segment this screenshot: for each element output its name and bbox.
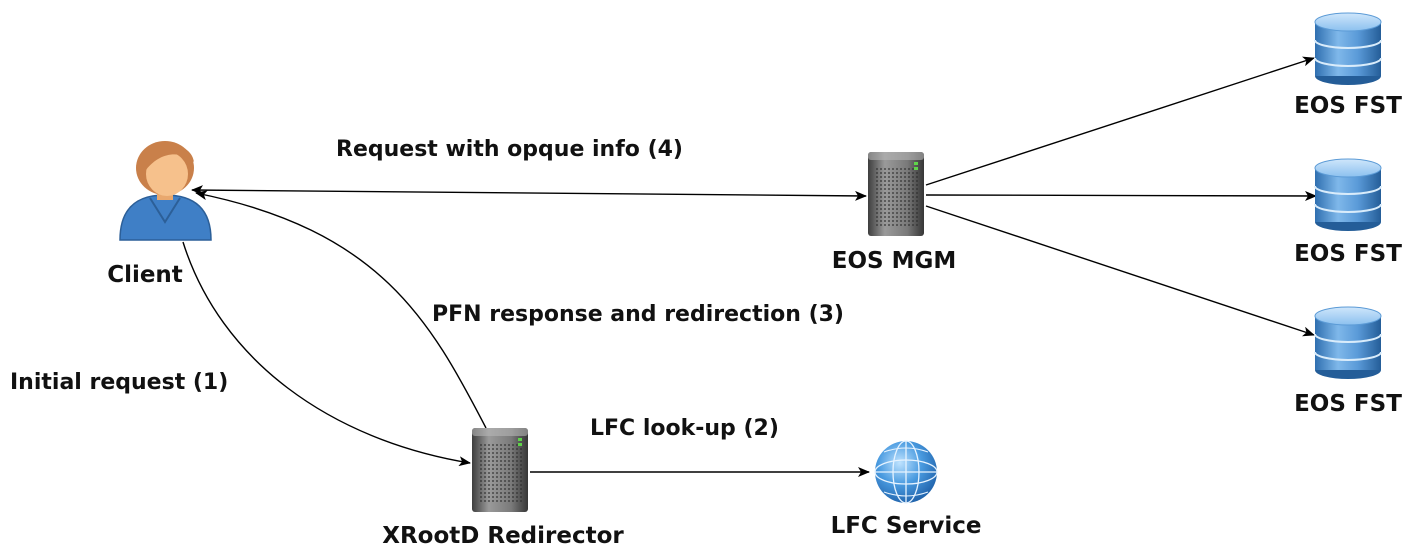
database-icon xyxy=(1314,12,1382,86)
label-eos-fst-3: EOS FST xyxy=(1294,391,1402,417)
label-lfc-service: LFC Service xyxy=(831,513,982,539)
node-client: Client xyxy=(107,141,212,288)
label-initial-request: Initial request (1) xyxy=(10,370,228,395)
label-eos-fst-1: EOS FST xyxy=(1294,93,1402,119)
edges xyxy=(182,56,1317,477)
label-xrootd-redirector: XRootD Redirector xyxy=(382,523,624,546)
label-eos-mgm: EOS MGM xyxy=(832,248,957,274)
node-xrootd-redirector: XRootD Redirector xyxy=(382,428,624,546)
node-eos-mgm: EOS MGM xyxy=(832,152,957,274)
label-eos-fst-2: EOS FST xyxy=(1294,241,1402,267)
user-icon xyxy=(119,141,212,241)
label-request-opaque: Request with opque info (4) xyxy=(336,137,683,162)
edge-mgm-fst-3 xyxy=(925,205,1315,337)
edge-pfn-response xyxy=(195,190,487,429)
edge-labels: Request with opque info (4) PFN response… xyxy=(10,137,844,441)
edge-initial-request xyxy=(182,241,471,467)
edge-mgm-fst-2 xyxy=(925,190,1317,201)
label-client: Client xyxy=(107,262,183,288)
server-icon xyxy=(472,428,528,512)
edge-mgm-fst-1 xyxy=(925,56,1315,186)
node-eos-fst-3: EOS FST xyxy=(1294,306,1402,417)
globe-icon xyxy=(874,440,938,504)
database-icon xyxy=(1314,158,1382,232)
edge-request-opaque xyxy=(191,185,867,201)
node-eos-fst-1: EOS FST xyxy=(1294,12,1402,119)
node-eos-fst-2: EOS FST xyxy=(1294,158,1402,267)
server-icon xyxy=(868,152,924,236)
database-icon xyxy=(1314,306,1382,380)
label-lfc-lookup: LFC look-up (2) xyxy=(590,416,779,441)
node-lfc-service: LFC Service xyxy=(831,440,982,539)
label-pfn-response: PFN response and redirection (3) xyxy=(432,302,844,327)
